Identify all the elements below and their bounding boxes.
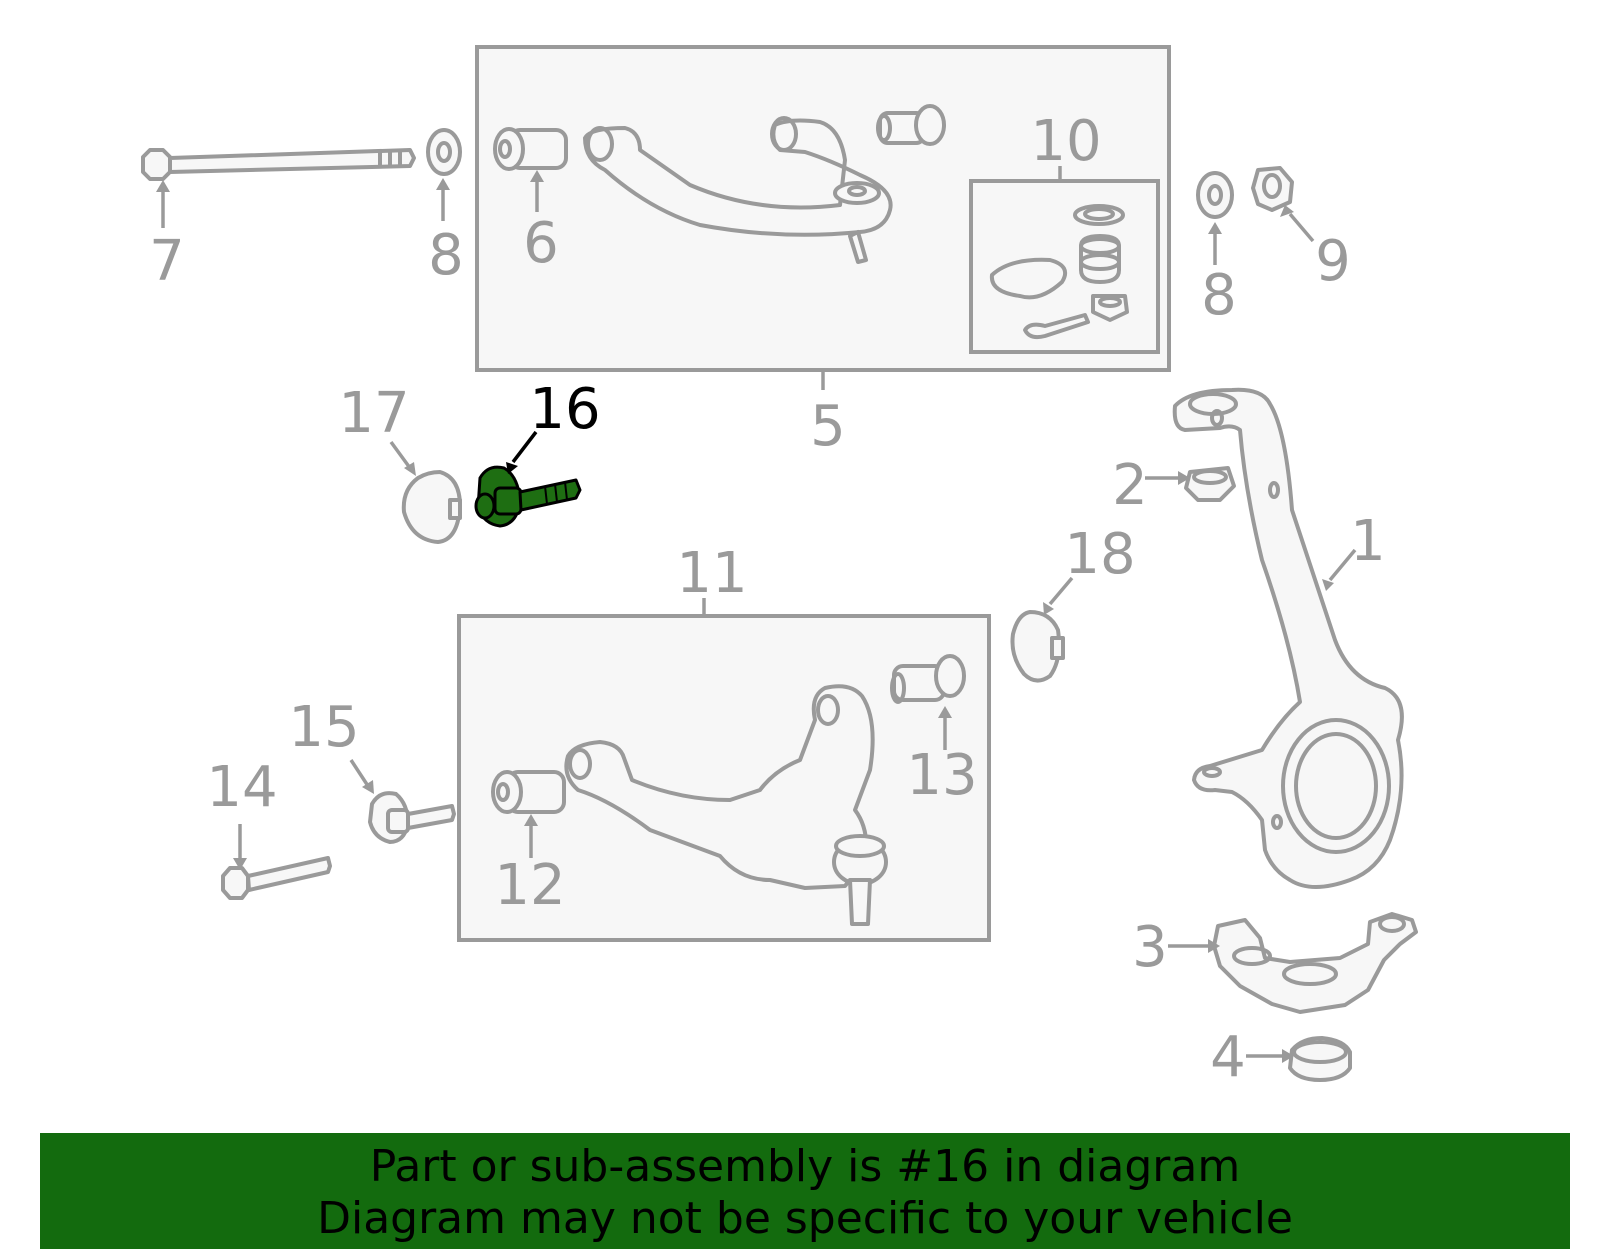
callout-2[interactable]: 2 [1112,453,1148,518]
part-17-cam-plate[interactable] [401,470,462,544]
callout-9[interactable]: 9 [1315,229,1351,294]
part-8-washer-right[interactable] [1196,171,1234,219]
callout-6[interactable]: 6 [523,211,559,276]
callout-12[interactable]: 12 [494,853,565,918]
callout-18[interactable]: 18 [1064,522,1135,587]
callout-13[interactable]: 13 [906,743,977,808]
callout-1[interactable]: 1 [1350,509,1386,574]
callout-17[interactable]: 17 [338,381,409,446]
lower-control-arm[interactable] [564,684,888,926]
part-3-bracket[interactable] [1212,912,1418,1014]
upper-control-arm[interactable] [583,116,893,264]
part-16-cam-bolt[interactable] [474,465,582,528]
footer-banner: Part or sub-assembly is #16 in diagram D… [40,1133,1570,1249]
callout-7[interactable]: 7 [149,229,185,294]
callout-4[interactable]: 4 [1210,1025,1246,1090]
callout-8-left[interactable]: 8 [428,223,464,288]
callout-10[interactable]: 10 [1030,109,1101,174]
part-18-cap[interactable] [1010,610,1065,683]
callout-8-right[interactable]: 8 [1201,263,1237,328]
footer-line-1: Part or sub-assembly is #16 in diagram [369,1141,1241,1192]
part-14-bolt[interactable] [221,856,332,900]
callout-3[interactable]: 3 [1132,915,1168,980]
part-6-bushing[interactable] [493,127,568,171]
part-7-bolt[interactable] [141,148,416,181]
part-8-washer-left[interactable] [426,128,462,176]
footer-line-2: Diagram may not be specific to your vehi… [317,1193,1293,1244]
ball-joint-kit-items[interactable] [989,204,1129,340]
callout-16[interactable]: 16 [529,377,600,442]
part-13-bushing[interactable] [890,654,966,704]
footer-background [40,1133,1570,1249]
part-9-nut[interactable] [1251,166,1294,212]
part-2-nut[interactable] [1184,466,1236,502]
part-12-bushing[interactable] [491,770,566,814]
upper-arm-bushing-front[interactable] [876,104,946,146]
callout-5[interactable]: 5 [810,394,846,459]
callout-14[interactable]: 14 [206,755,277,820]
part-1-steering-knuckle[interactable] [1172,387,1404,889]
part-4-nut[interactable] [1288,1036,1352,1082]
part-15-cam-bolt[interactable] [368,791,456,844]
callout-11[interactable]: 11 [676,541,747,606]
callout-15[interactable]: 15 [288,695,359,760]
